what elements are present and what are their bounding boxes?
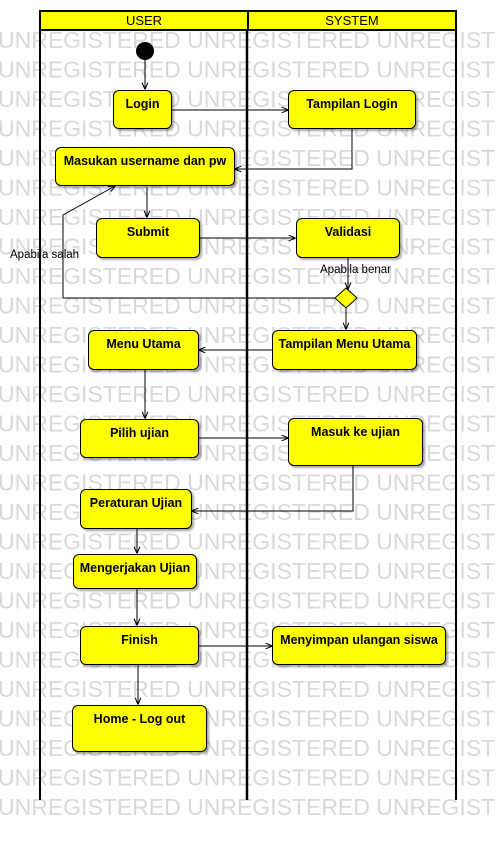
lane-header-system: SYSTEM bbox=[247, 10, 457, 31]
lane-header-user: USER bbox=[39, 10, 249, 31]
node-tampilan-menu-utama: Tampilan Menu Utama bbox=[272, 330, 417, 370]
flow-decision-salah bbox=[62, 186, 338, 299]
node-peraturan-ujian: Peraturan Ujian bbox=[80, 489, 192, 529]
node-home-logout: Home - Log out bbox=[72, 705, 207, 752]
flow-tampilan-masukan bbox=[235, 129, 353, 169]
decision-node bbox=[334, 287, 358, 309]
guard-apabila-salah: Apabila salah bbox=[10, 249, 80, 261]
node-masukan-username: Masukan username dan pw bbox=[55, 147, 235, 186]
node-mengerjakan-ujian: Mengerjakan Ujian bbox=[73, 554, 197, 589]
node-validasi: Validasi bbox=[296, 218, 400, 258]
node-pilih-ujian: Pilih ujian bbox=[80, 419, 199, 458]
node-masuk-ke-ujian: Masuk ke ujian bbox=[288, 418, 423, 466]
initial-node bbox=[136, 42, 154, 60]
node-finish: Finish bbox=[80, 626, 199, 665]
flow-masuk-peraturan bbox=[192, 466, 354, 511]
node-submit: Submit bbox=[96, 218, 200, 258]
node-menu-utama: Menu Utama bbox=[88, 330, 199, 370]
guard-apabila-benar: Apabila benar bbox=[320, 264, 391, 276]
node-menyimpan-ulangan: Menyimpan ulangan siswa bbox=[272, 626, 446, 665]
node-tampilan-login: Tampilan Login bbox=[288, 90, 416, 129]
node-login: Login bbox=[113, 90, 172, 129]
